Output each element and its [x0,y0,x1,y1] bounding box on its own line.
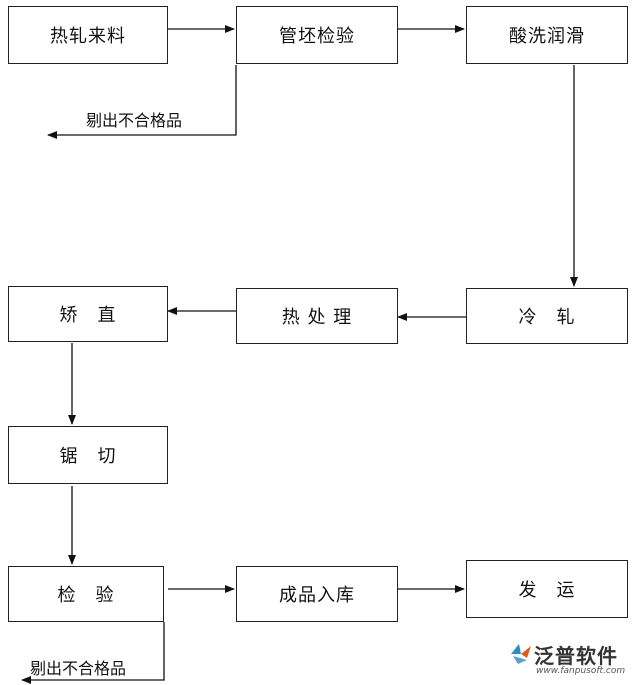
node-cold-rolling-label: 冷 轧 [518,307,576,328]
node-sawing: 锯 切 [8,426,168,484]
node-billet-inspection-label: 管坯检验 [279,26,355,47]
node-inspection-label: 检 验 [57,585,115,606]
node-heat-treatment: 热 处 理 [236,288,398,344]
node-hot-rolled-label: 热轧来料 [50,26,126,47]
node-inspection: 检 验 [8,566,164,622]
node-straightening: 矫 直 [8,286,168,342]
node-hot-rolled: 热轧来料 [8,6,168,64]
node-shipping-label: 发 运 [518,580,576,601]
arrow-reject-bottom [21,622,165,684]
node-billet-inspection: 管坯检验 [236,6,398,64]
logo-url: www.fanpusoft.com [536,666,626,676]
reject-label-bottom: 剔出不合格品 [30,659,127,678]
logo-mark-icon [511,644,531,664]
node-warehousing-label: 成品入库 [279,585,355,606]
node-pickling: 酸洗润滑 [466,6,628,64]
brand-logo: 泛普软件 www.fanpusoft.com [508,640,636,682]
node-straightening-label: 矫 直 [59,305,117,326]
node-cold-rolling: 冷 轧 [466,288,628,344]
node-warehousing: 成品入库 [236,566,398,622]
reject-label-top: 剔出不合格品 [86,111,183,130]
node-pickling-label: 酸洗润滑 [509,26,585,47]
node-heat-treatment-label: 热 处 理 [281,307,353,328]
logo-name: 泛普软件 [534,644,618,668]
arrow-reject-top [47,65,237,139]
node-sawing-label: 锯 切 [59,446,117,467]
node-shipping: 发 运 [466,560,628,618]
